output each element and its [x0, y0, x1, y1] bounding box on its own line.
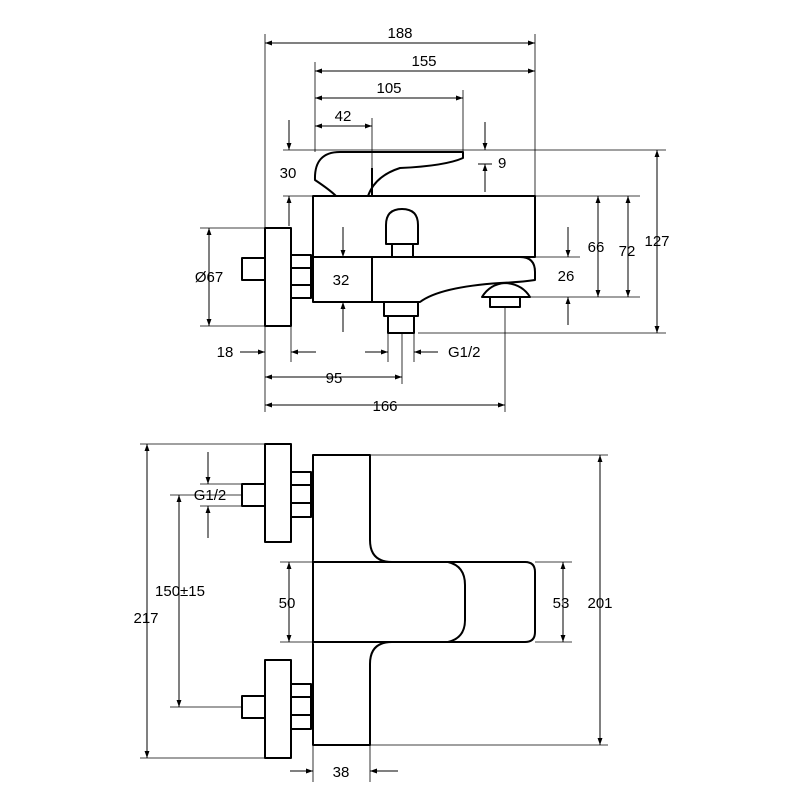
dim-spout-height: 53: [553, 595, 570, 612]
dim-outlet-thread: G1/2: [448, 344, 481, 361]
dim-body-to-spout: 66: [588, 239, 605, 256]
dim-handle-height: 50: [279, 595, 296, 612]
lower-flange: [264, 659, 292, 759]
dim-body-width: 201: [587, 595, 612, 612]
lever-handle: [313, 151, 464, 197]
dim-lever-reach: 105: [376, 80, 401, 97]
top-view-extension-lines: [200, 34, 666, 412]
dim-body-diameter: 32: [333, 272, 350, 289]
diverter-knob: [385, 208, 419, 245]
dim-lever-height: 30: [280, 165, 297, 182]
front-view: G1/2 150±15 217 201 50 53 38: [133, 443, 613, 782]
spout-profile: [371, 256, 536, 303]
dim-overall-width: 217: [133, 610, 158, 627]
top-view-dimension-lines: [206, 40, 660, 408]
wall-flange: [264, 227, 292, 327]
dim-lever-tip: 9: [498, 155, 506, 172]
dim-outlet-distance: 95: [326, 370, 343, 387]
dim-inlet-spacing: 150±15: [155, 583, 205, 600]
outlet-nut: [383, 301, 419, 317]
inlet-nut: [290, 254, 312, 299]
dim-flange-diameter: Ø67: [195, 269, 223, 286]
outlet-thread: [387, 315, 415, 334]
front-view-dimension-lines: [144, 444, 603, 774]
dim-spout-drop: 26: [558, 268, 575, 285]
inlet-pipe: [241, 257, 266, 281]
dim-total-height: 127: [644, 233, 669, 250]
upper-flange: [264, 443, 292, 543]
lower-nut: [290, 683, 312, 730]
top-view: 188 155 105 42 30 9 26 66 72 127 Ø67 32 …: [195, 25, 670, 415]
dim-overall-length: 188: [387, 25, 412, 42]
spout-front: [312, 561, 536, 643]
dim-total-depth: 166: [372, 398, 397, 415]
upper-nut: [290, 471, 312, 518]
valve-body-upper: [312, 195, 536, 258]
spout-aerator: [481, 282, 531, 298]
dim-lever-pivot: 42: [335, 108, 352, 125]
dim-body-depth: 38: [333, 764, 350, 781]
dim-body-length: 155: [411, 53, 436, 70]
upper-inlet-pipe: [241, 483, 266, 507]
dim-inlet-thread: G1/2: [194, 487, 227, 504]
dim-flange-depth: 18: [217, 344, 234, 361]
dim-diverter-to-spout: 72: [619, 243, 636, 260]
lower-inlet-pipe: [241, 695, 266, 719]
